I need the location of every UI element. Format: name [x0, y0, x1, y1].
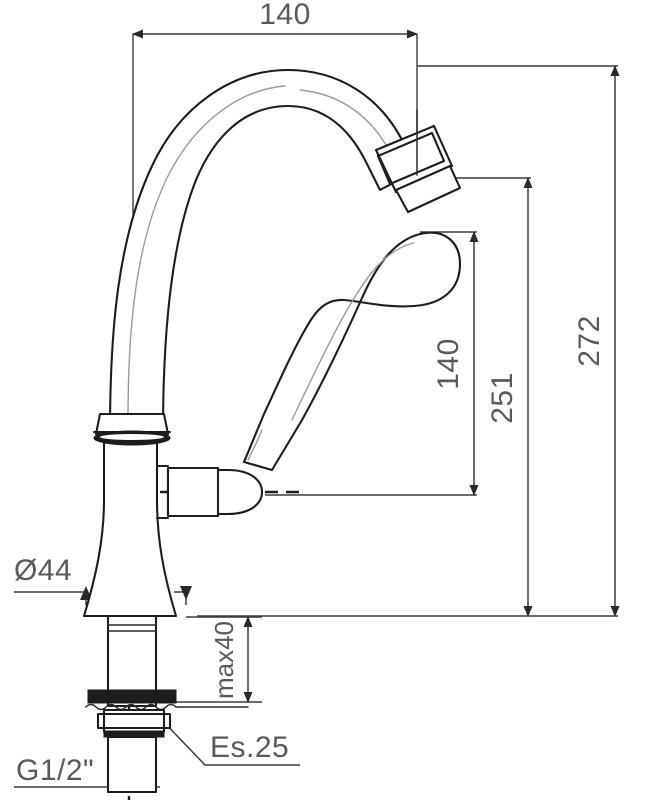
dimension-overall-height: 272 [197, 65, 620, 617]
dimension-label-mounting-thickness: max40 [209, 621, 239, 699]
dimension-base-diameter: Ø44 [14, 554, 192, 605]
cartridge-housing [131, 465, 264, 520]
mounting-washer [87, 689, 177, 704]
dimension-spout-outlet-height: 251 [430, 177, 533, 617]
swivel-collar [92, 412, 172, 446]
dimension-wrench-size: Es.25 [159, 717, 300, 766]
lever-handle [242, 231, 462, 472]
dimension-label-overall-height: 272 [573, 315, 606, 367]
dimension-label-handle-height: 140 [432, 338, 465, 390]
dimension-label-wrench-size: Es.25 [210, 731, 289, 764]
spout [108, 68, 420, 434]
lower-tail [106, 735, 158, 794]
body-base [82, 434, 178, 618]
dimension-label-thread-size: G1/2" [16, 754, 94, 787]
dimension-label-spout-outlet-height: 251 [486, 372, 519, 424]
aerator [374, 109, 462, 214]
dimension-mounting-thickness: max40 [175, 616, 262, 703]
dimension-thread-size: G1/2" [14, 754, 160, 788]
dimension-label-spout-reach: 140 [259, 0, 311, 31]
hex-nut [96, 708, 172, 738]
dimension-handle-height: 140 [265, 231, 479, 496]
dimension-label-base-diameter: Ø44 [14, 554, 72, 587]
